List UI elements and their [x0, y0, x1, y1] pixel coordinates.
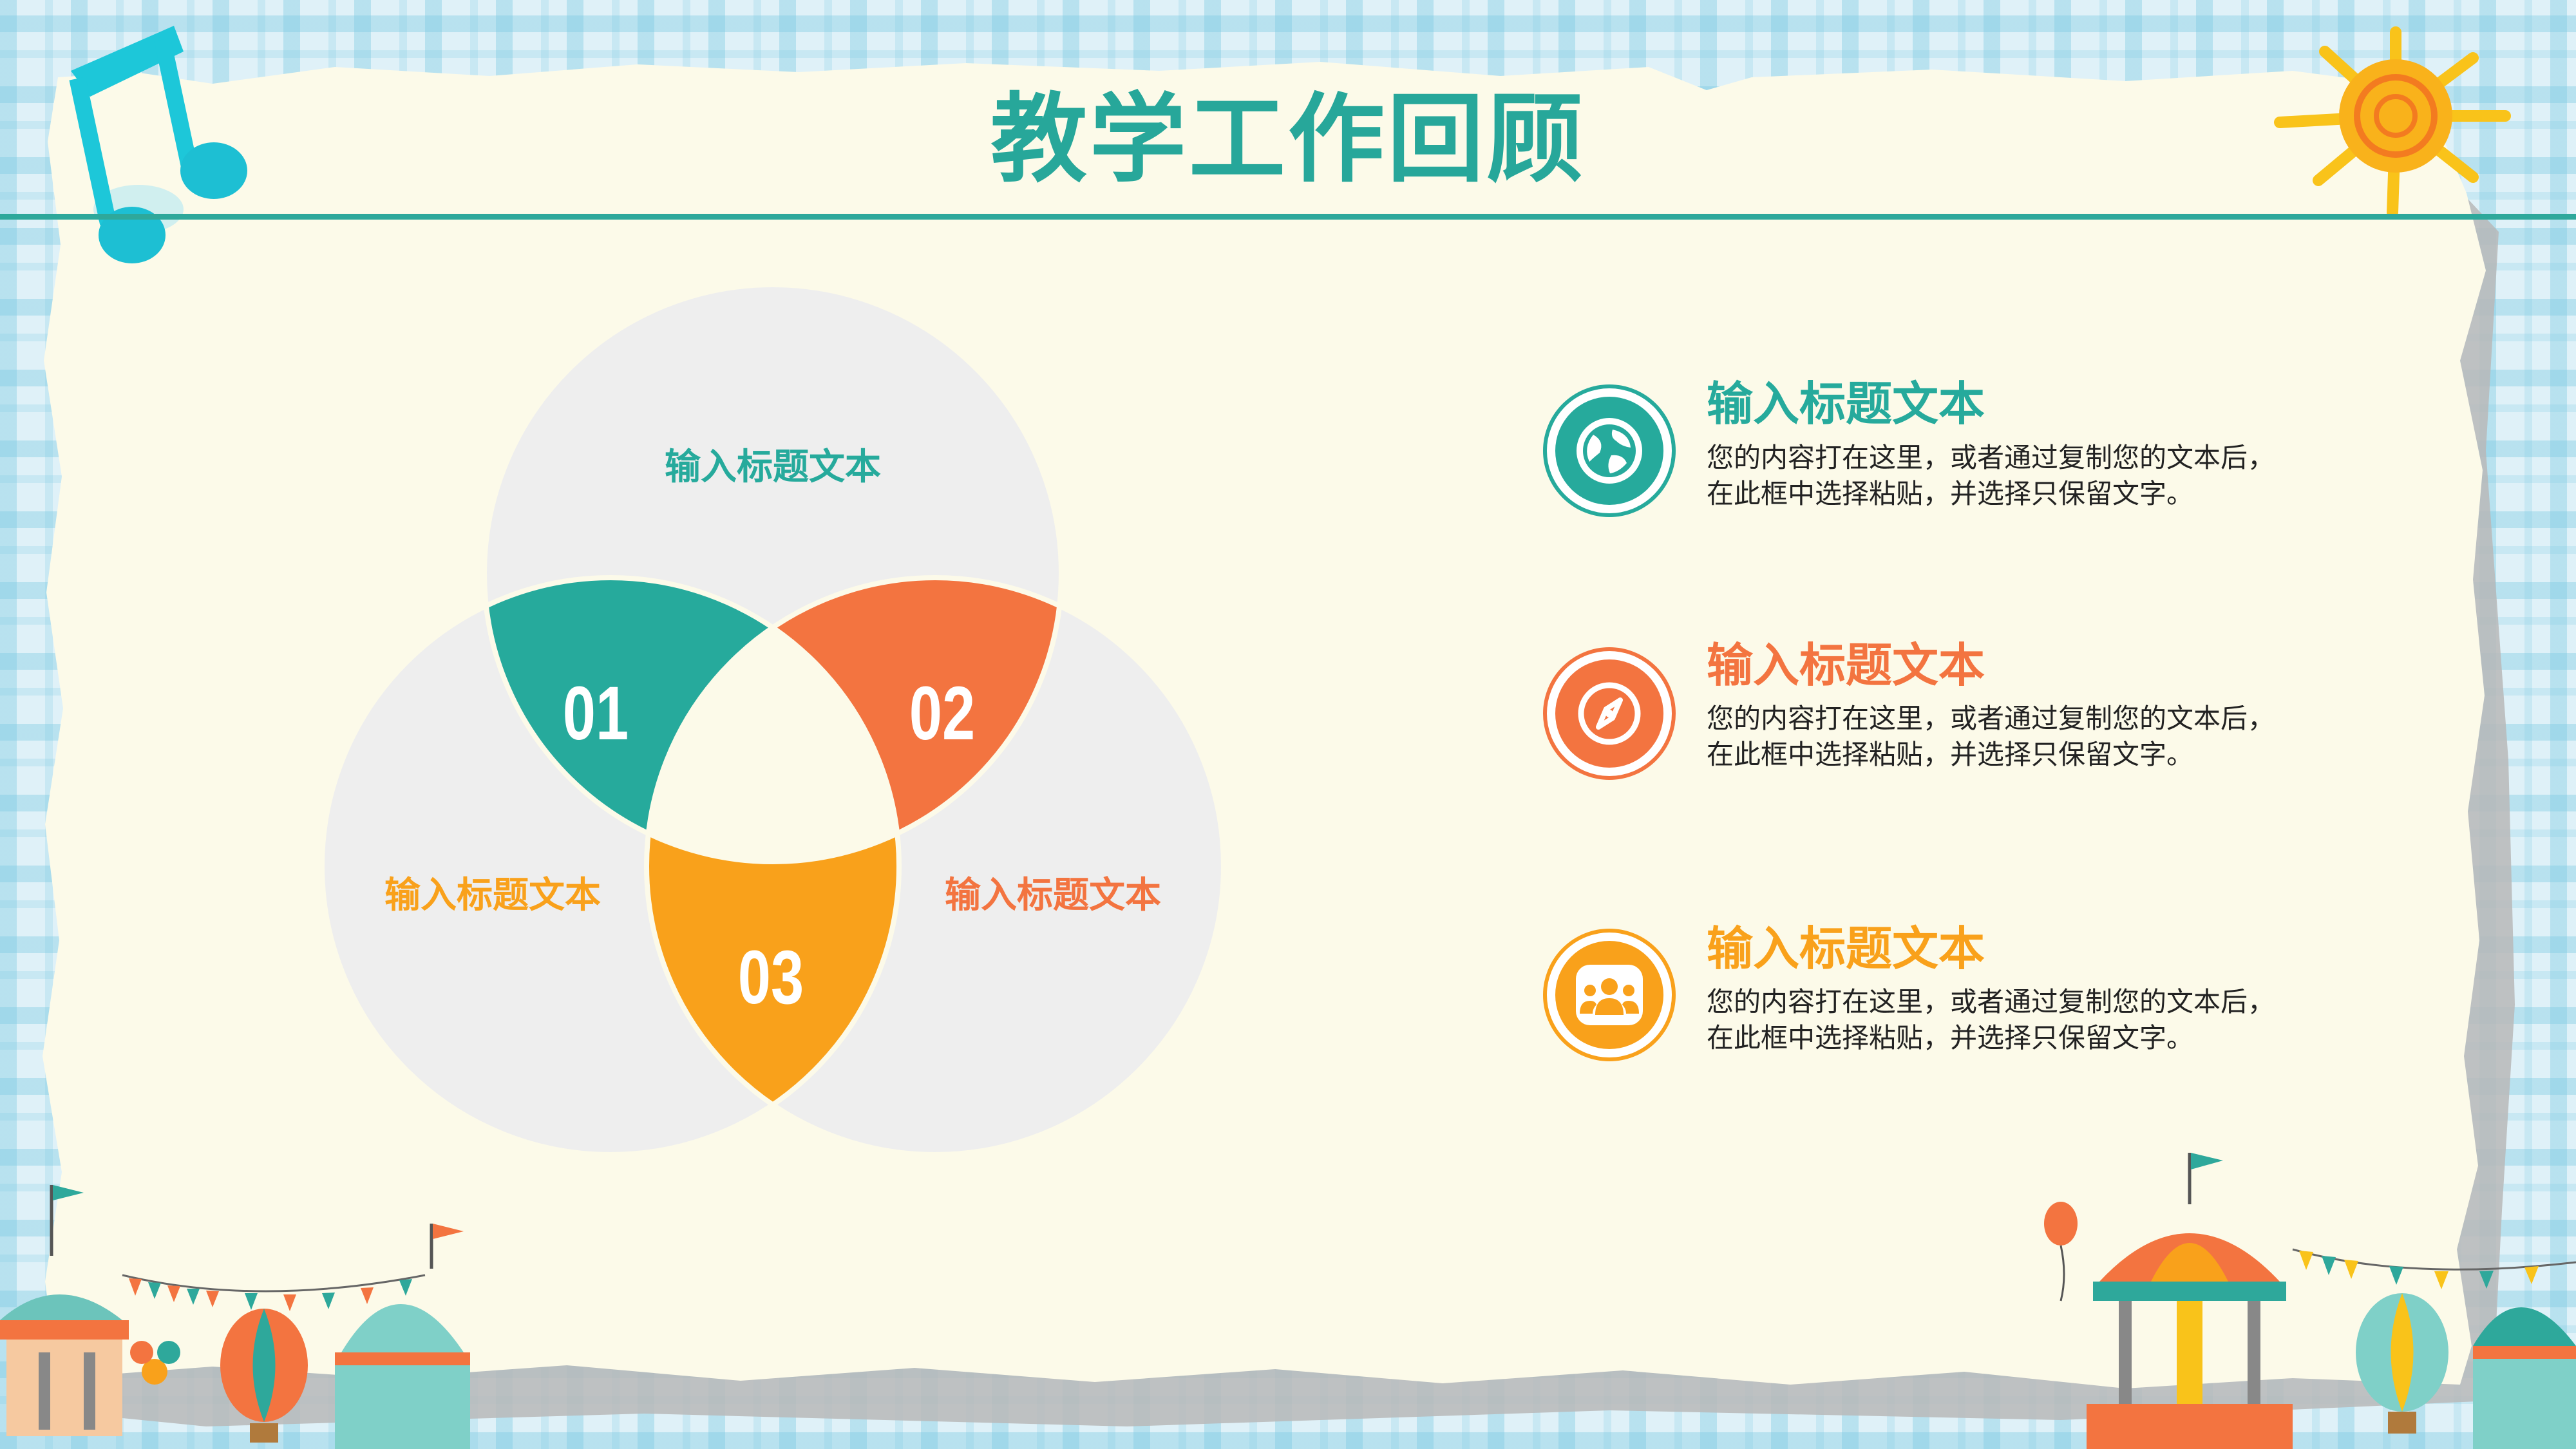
venn-number-03: 03 [737, 935, 804, 1020]
item-desc-3-line1: 您的内容打在这里，或者通过复制您的文本后， [1707, 986, 2275, 1018]
venn-outlines [319, 283, 1226, 1157]
group-icon [1576, 965, 1643, 1025]
carnival-right-illustration [2044, 1153, 2576, 1449]
venn-number-01: 01 [562, 671, 629, 756]
item-icon-2 [1543, 647, 1676, 780]
venn-center [647, 578, 899, 862]
venn-label-left: 输入标题文本 [384, 875, 601, 916]
item-title-1: 输入标题文本 [1707, 377, 1985, 431]
item-desc-1-line1: 您的内容打在这里，或者通过复制您的文本后， [1707, 442, 2275, 473]
item-desc-3-line2: 在此框中选择粘贴，并选择只保留文字。 [1707, 1022, 2194, 1054]
item-icon-1 [1543, 384, 1676, 517]
item-desc-1-line2: 在此框中选择粘贴，并选择只保留文字。 [1707, 478, 2194, 509]
carnival-left-illustration [0, 1185, 470, 1449]
item-title-3: 输入标题文本 [1707, 922, 1985, 976]
venn-number-02: 02 [909, 671, 976, 756]
venn-label-right: 输入标题文本 [945, 875, 1161, 916]
globe-icon [1577, 418, 1642, 484]
page-title: 教学工作回顾 [990, 84, 1586, 196]
venn-diagram [319, 283, 1226, 1157]
item-icon-3 [1543, 929, 1676, 1061]
music-note-icon [69, 26, 247, 263]
item-desc-2-line2: 在此框中选择粘贴，并选择只保留文字。 [1707, 739, 2194, 770]
compass-icon [1578, 682, 1641, 745]
title-divider [0, 214, 2576, 220]
sun-icon [2274, 26, 2511, 218]
item-desc-2-line1: 您的内容打在这里，或者通过复制您的文本后， [1707, 703, 2275, 734]
item-title-2: 输入标题文本 [1707, 638, 1985, 692]
venn-label-top: 输入标题文本 [665, 446, 881, 488]
